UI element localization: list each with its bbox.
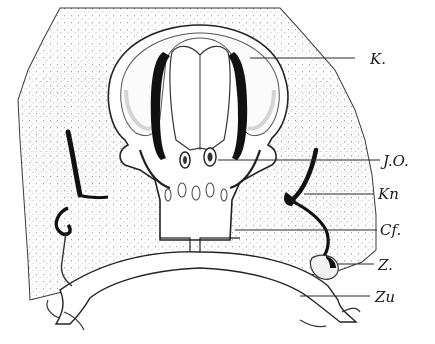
label-zu: Zu: [374, 288, 395, 306]
label-kn: Kn: [377, 185, 399, 203]
label-k: K.: [369, 50, 386, 68]
organ-oval-right-inner: [208, 153, 213, 162]
small-cavity: [206, 183, 214, 197]
small-cavity: [165, 189, 171, 201]
label-z: Z.: [377, 256, 393, 274]
small-cavity: [192, 186, 200, 200]
left-dark-structure-tail: [82, 196, 108, 198]
label-cf: Cf.: [380, 221, 401, 239]
small-cavity: [178, 183, 186, 197]
organ-oval-left-inner: [183, 156, 187, 164]
label-jo: J.O.: [380, 152, 409, 170]
small-cavity: [221, 189, 227, 201]
